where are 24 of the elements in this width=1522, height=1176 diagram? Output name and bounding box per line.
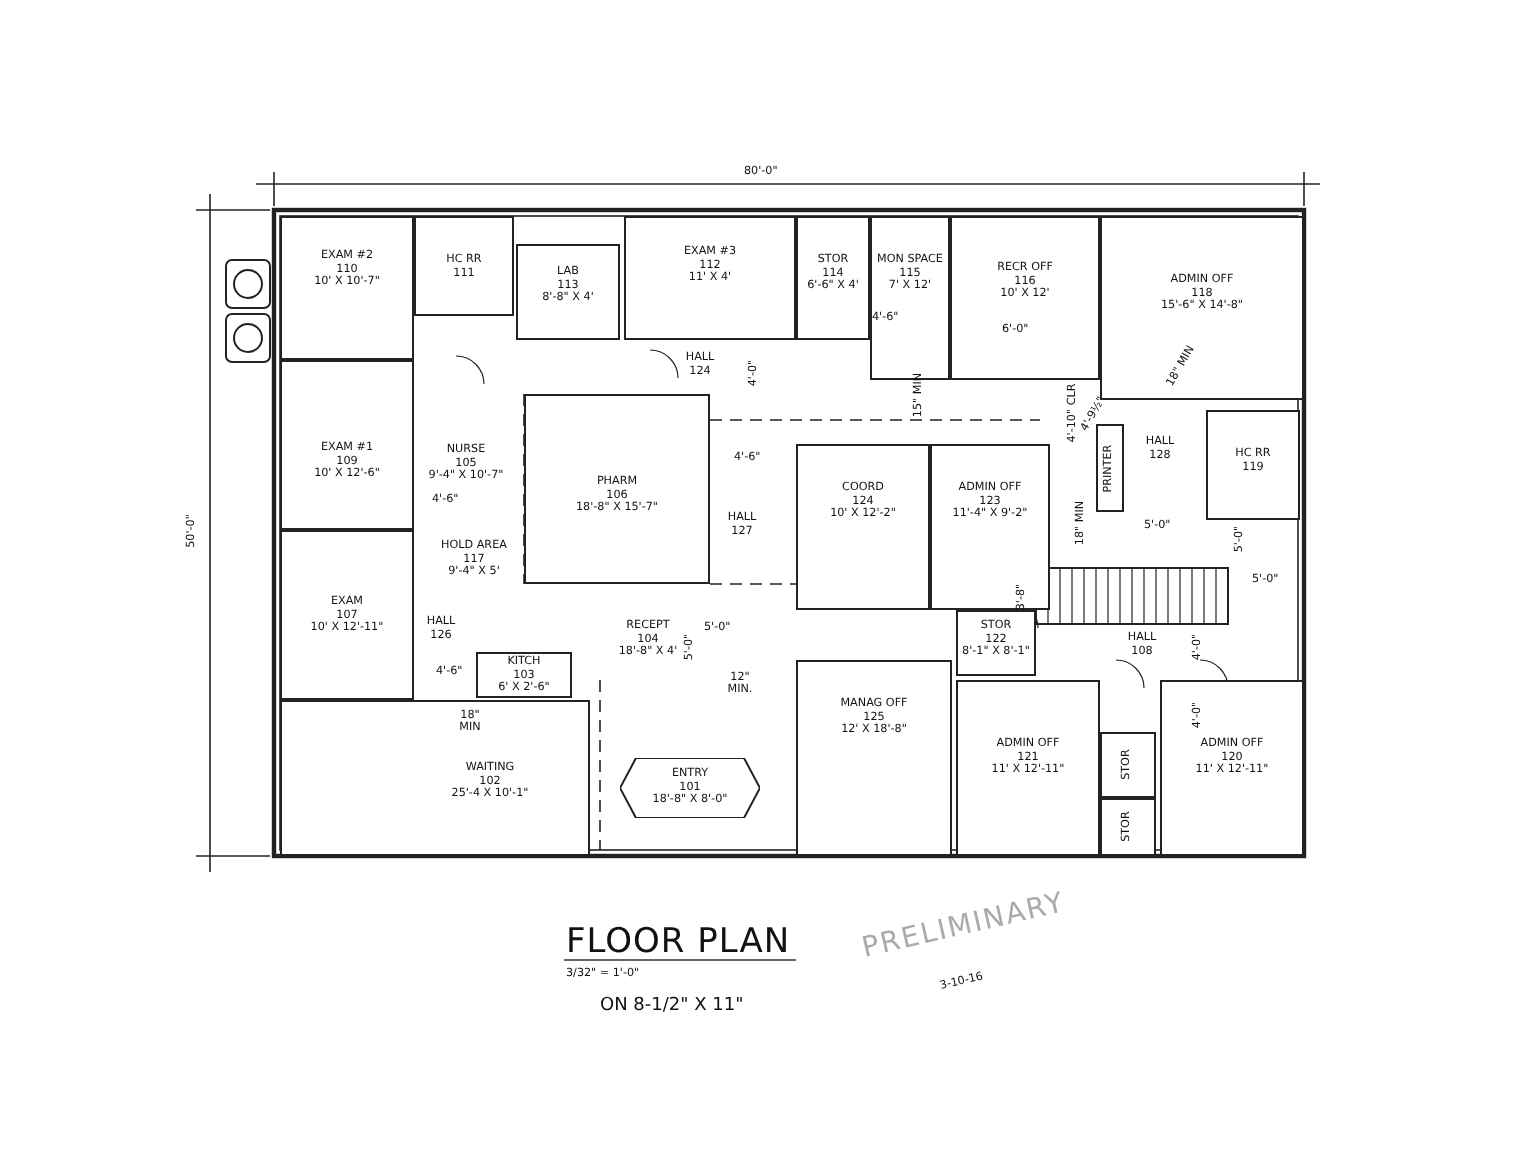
room-outline — [1100, 216, 1304, 400]
room-outline — [1206, 410, 1300, 520]
room-outline — [956, 610, 1036, 676]
room-outline — [414, 216, 514, 316]
entry-outline — [620, 758, 760, 818]
room-outline — [796, 444, 930, 610]
room-outline — [1160, 680, 1304, 856]
room-outline — [950, 216, 1100, 380]
room-outline — [280, 360, 414, 530]
room-outline — [280, 216, 414, 360]
room-outline — [624, 216, 796, 340]
room-outline — [476, 652, 572, 698]
room-outline — [930, 444, 1050, 610]
room-outline — [524, 394, 710, 584]
room-outline — [280, 530, 414, 700]
room-outline — [956, 680, 1100, 856]
room-outline — [796, 660, 952, 856]
room-outline — [1100, 798, 1156, 856]
room-outline — [516, 244, 620, 340]
room-outline — [1100, 732, 1156, 798]
room-outline — [280, 700, 590, 856]
scale-note: ON 8-1/2" X 11" — [600, 996, 744, 1018]
title: FLOOR PLAN — [566, 924, 791, 960]
room-outline — [796, 216, 870, 340]
